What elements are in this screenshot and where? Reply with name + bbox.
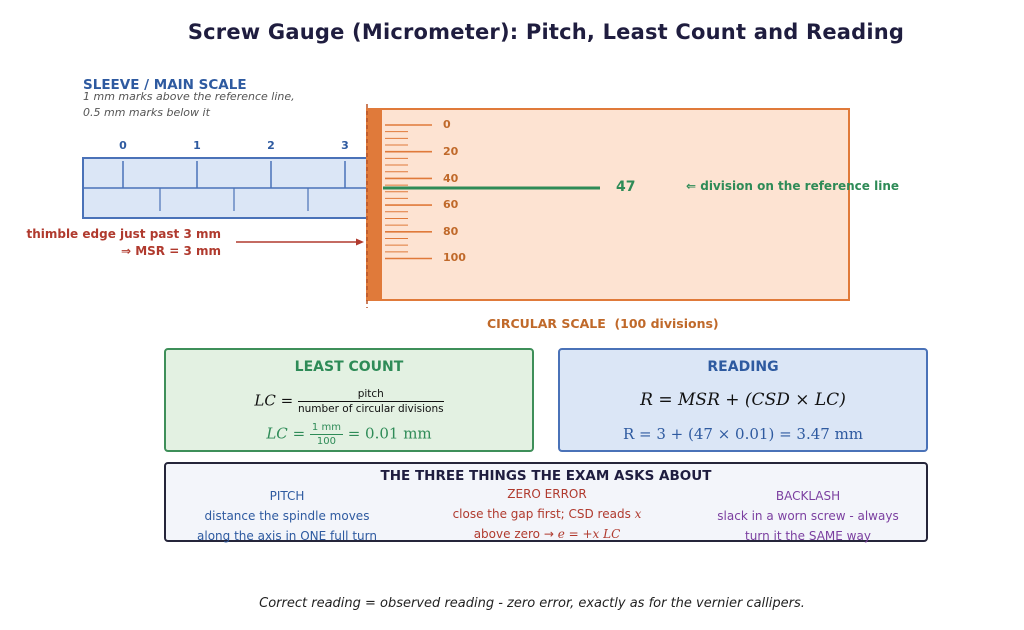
sleeve-mm-ticks bbox=[122, 161, 346, 188]
reading-computed: R = 3 + (47 × 0.01) = 3.47 mm bbox=[622, 425, 864, 443]
sleeve-mm-0: 0 bbox=[119, 139, 127, 152]
zero-error-line1: close the gap first; CSD reads x bbox=[419, 504, 675, 524]
lc-fraction-2-numerator: 1 mm bbox=[309, 422, 343, 435]
csd-number-40: 40 bbox=[443, 172, 459, 185]
sleeve-mm-2: 2 bbox=[267, 139, 275, 152]
thimble-note-line1: thimble edge just past 3 mm bbox=[26, 227, 221, 241]
sleeve-half-mm-ticks bbox=[159, 188, 309, 211]
csd-number-100: 100 bbox=[443, 251, 466, 264]
zero-error-line1-text: close the gap first; CSD reads bbox=[452, 507, 635, 521]
reference-line-note: ⇐ division on the reference line bbox=[686, 179, 900, 193]
thimble-bevel bbox=[367, 109, 382, 300]
lc-equals: = bbox=[275, 391, 298, 410]
zero-error-column: ZERO ERROR close the gap first; CSD read… bbox=[419, 484, 675, 544]
least-count-title: LEAST COUNT bbox=[294, 359, 404, 375]
reading-formula: R = MSR + (CSD × LC) bbox=[640, 390, 846, 410]
page-title: Screw Gauge (Micrometer): Pitch, Least C… bbox=[187, 20, 905, 44]
zero-error-formula: e = +x LC bbox=[557, 527, 621, 541]
csd-reading-value: 47 bbox=[616, 179, 636, 195]
sleeve-note: 1 mm marks above the reference line, 0.5… bbox=[83, 89, 295, 121]
circular-scale-label: CIRCULAR SCALE (100 divisions) bbox=[487, 316, 719, 331]
sleeve-mm-3: 3 bbox=[341, 139, 349, 152]
csd-number-60: 60 bbox=[443, 198, 459, 211]
thimble-edge-note: thimble edge just past 3 mm ⇒ MSR = 3 mm bbox=[0, 226, 221, 260]
lc-fraction-numerator: pitch bbox=[297, 388, 444, 402]
lc-fraction-denominator: number of circular divisions bbox=[297, 403, 444, 415]
csd-number-20: 20 bbox=[443, 145, 459, 158]
csd-number-80: 80 bbox=[443, 225, 459, 238]
zero-error-variable: x bbox=[634, 507, 642, 521]
lc-result: = 0.01 mm bbox=[342, 424, 432, 443]
three-things-box: THE THREE THINGS THE EXAM ASKS ABOUT PIT… bbox=[164, 462, 928, 544]
pitch-line1: distance the spindle moves bbox=[204, 509, 370, 523]
sleeve-note-line1: 1 mm marks above the reference line, bbox=[83, 90, 295, 103]
sleeve-label: SLEEVE / MAIN SCALE bbox=[83, 77, 247, 93]
circular-scale-ticks bbox=[385, 124, 432, 260]
lc-fraction-2-denominator: 100 bbox=[316, 436, 336, 447]
csd-number-0: 0 bbox=[443, 118, 451, 131]
zero-error-heading: ZERO ERROR bbox=[507, 487, 587, 501]
backlash-line1: slack in a worn screw - always bbox=[717, 509, 899, 523]
backlash-line2: turn it the SAME way bbox=[745, 529, 871, 543]
lc-equals-2: = bbox=[287, 424, 310, 443]
thimble-note-line2: ⇒ MSR = 3 mm bbox=[120, 244, 221, 258]
sleeve-note-line2: 0.5 mm marks below it bbox=[83, 106, 210, 119]
backlash-heading: BACKLASH bbox=[775, 489, 841, 503]
reading-title: READING bbox=[707, 359, 779, 375]
three-things-title: THE THREE THINGS THE EXAM ASKS ABOUT bbox=[380, 468, 712, 484]
pitch-heading: PITCH bbox=[269, 489, 305, 503]
lc-symbol-2: LC bbox=[266, 424, 288, 443]
zero-error-line2: above zero → e = +x LC bbox=[419, 524, 675, 544]
pitch-line2: along the axis in ONE full turn bbox=[197, 529, 377, 543]
pitch-column: PITCH distance the spindle moves along t… bbox=[176, 486, 398, 546]
backlash-column: BACKLASH slack in a worn screw - always … bbox=[678, 486, 938, 546]
sleeve-mm-1: 1 bbox=[193, 139, 201, 152]
thimble-body bbox=[366, 108, 850, 301]
zero-error-line2-text: above zero → bbox=[473, 527, 558, 541]
reading-box: READING R = MSR + (CSD × LC) R = 3 + (47… bbox=[558, 348, 928, 452]
lc-symbol: LC bbox=[254, 391, 276, 410]
arrow-head-icon bbox=[356, 238, 364, 246]
footer-note: Correct reading = observed reading - zer… bbox=[259, 596, 805, 611]
